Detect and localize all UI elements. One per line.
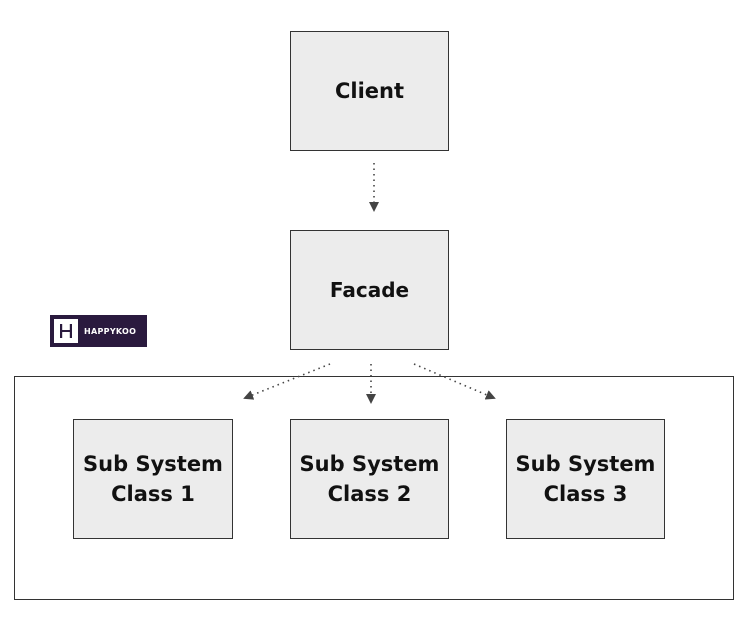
logo-h-icon (54, 319, 78, 343)
facade-box: Facade (290, 230, 449, 350)
subsystem-container (14, 376, 734, 600)
subsystem-class-3-box: Sub System Class 3 (506, 419, 665, 539)
subsystem-class-2-box: Sub System Class 2 (290, 419, 449, 539)
subsystem-class-1-label: Sub System Class 1 (83, 452, 223, 506)
arrow-facade-to-sub3 (413, 363, 496, 400)
facade-label: Facade (329, 278, 410, 302)
logo-text: HAPPYKOO (84, 326, 137, 336)
client-box: Client (290, 31, 449, 151)
happykoo-logo: HAPPYKOO (50, 315, 147, 347)
client-label: Client (334, 79, 405, 103)
subsystem-class-3-label: Sub System Class 3 (515, 452, 656, 506)
subsystem-class-2-label: Sub System Class 2 (299, 452, 440, 506)
arrow-facade-to-sub1 (243, 363, 331, 400)
subsystem-class-1-box: Sub System Class 1 (73, 419, 233, 539)
